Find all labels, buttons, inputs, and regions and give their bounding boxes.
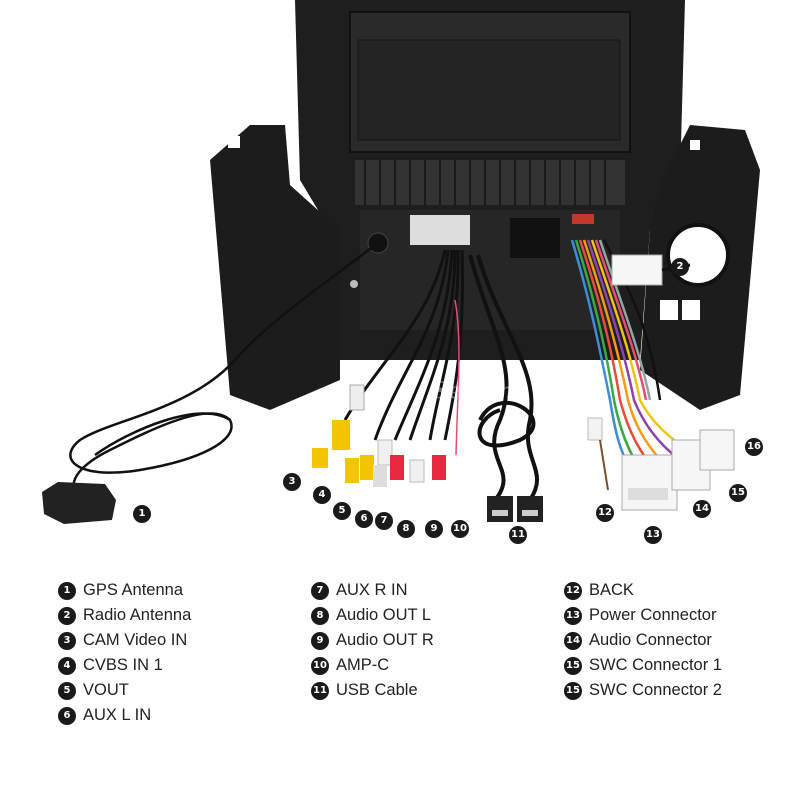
legend-item: 8 Audio OUT L <box>311 603 434 628</box>
legend-number: 11 <box>311 681 329 700</box>
legend-label: AUX L IN <box>83 706 152 724</box>
legend-label: USB Cable <box>336 681 418 699</box>
rca-plugs <box>312 384 446 487</box>
marker-1: 1 <box>133 505 151 523</box>
legend-item: 15 SWC Connector 1 <box>564 653 722 678</box>
legend-label: BACK <box>589 581 634 599</box>
legend-number: 14 <box>564 631 582 650</box>
marker-2: 2 <box>671 258 689 276</box>
power-connector-plug <box>621 454 678 511</box>
marker-16: 16 <box>745 438 763 456</box>
legend-label: SWC Connector 2 <box>589 681 722 699</box>
usb-plug-2 <box>517 496 543 522</box>
legend-item: 7 AUX R IN <box>311 578 434 603</box>
legend-number: 7 <box>311 581 329 600</box>
rca-cable-bundle <box>343 249 465 456</box>
legend-item: 13 Power Connector <box>564 603 722 628</box>
legend-item: 10 AMP-C <box>311 653 434 678</box>
marker-12: 12 <box>596 504 614 522</box>
legend-label: Audio OUT L <box>336 606 432 624</box>
radio-antenna-plug <box>611 254 663 286</box>
gps-antenna-puck <box>42 482 116 524</box>
legend-label: AUX R IN <box>336 581 408 599</box>
legend-number: 3 <box>58 631 76 650</box>
head-unit <box>295 0 685 360</box>
legend-item: 3 CAM Video IN <box>58 628 191 653</box>
back-wire-tag <box>587 417 603 441</box>
legend-item: 6 AUX L IN <box>58 703 191 728</box>
marker-3: 3 <box>283 473 301 491</box>
product-photo <box>42 0 760 524</box>
usb-plug-1 <box>487 496 513 522</box>
legend-item: 4 CVBS IN 1 <box>58 653 191 678</box>
marker-11: 11 <box>509 526 527 544</box>
marker-9: 9 <box>425 520 443 538</box>
marker-6: 6 <box>355 510 373 528</box>
legend-column-3: 12 BACK 13 Power Connector 14 Audio Connect… <box>564 578 722 703</box>
legend-number: 5 <box>58 681 76 700</box>
swc-connector-plug <box>699 429 735 471</box>
legend-label: AMP-C <box>336 656 390 674</box>
legend-number: 8 <box>311 606 329 625</box>
legend-number: 2 <box>58 606 76 625</box>
legend-column-1: 1 GPS Antenna 2 Radio Antenna 3 CAM Video I… <box>58 578 191 728</box>
legend-number: 15 <box>564 681 582 700</box>
legend-label: CAM Video IN <box>83 631 188 649</box>
legend-number: 15 <box>564 656 582 675</box>
watermark: Seicane <box>432 378 528 404</box>
marker-15: 15 <box>729 484 747 502</box>
usb-cables <box>468 254 540 502</box>
legend-column-2: 7 AUX R IN 8 Audio OUT L 9 Audio OUT R 10 AM… <box>311 578 434 703</box>
legend-number: 13 <box>564 606 582 625</box>
legend-label: VOUT <box>83 681 129 699</box>
legend-number: 1 <box>58 581 76 600</box>
legend-number: 9 <box>311 631 329 650</box>
legend-number: 12 <box>564 581 582 600</box>
legend-item: 12 BACK <box>564 578 722 603</box>
legend-label: GPS Antenna <box>83 581 183 599</box>
legend-label: SWC Connector 1 <box>589 656 722 674</box>
legend-number: 10 <box>311 656 329 675</box>
gps-antenna <box>69 244 376 491</box>
marker-4: 4 <box>313 486 331 504</box>
legend-item: 15 SWC Connector 2 <box>564 678 722 703</box>
legend-item: 14 Audio Connector <box>564 628 722 653</box>
legend-number: 6 <box>58 706 76 725</box>
legend-item: 1 GPS Antenna <box>58 578 191 603</box>
legend-item: 2 Radio Antenna <box>58 603 191 628</box>
legend-label: Radio Antenna <box>83 606 192 624</box>
legend-item: 11 USB Cable <box>311 678 434 703</box>
legend-number: 4 <box>58 656 76 675</box>
marker-7: 7 <box>375 512 393 530</box>
marker-10: 10 <box>451 520 469 538</box>
legend-item: 9 Audio OUT R <box>311 628 434 653</box>
legend-item: 5 VOUT <box>58 678 191 703</box>
legend-label: CVBS IN 1 <box>83 656 163 674</box>
marker-5: 5 <box>333 502 351 520</box>
legend-label: Audio OUT R <box>336 631 434 649</box>
marker-13: 13 <box>644 526 662 544</box>
legend-label: Power Connector <box>589 606 717 624</box>
left-bracket <box>210 125 358 410</box>
marker-8: 8 <box>397 520 415 538</box>
legend-label: Audio Connector <box>589 631 712 649</box>
marker-14: 14 <box>693 500 711 518</box>
